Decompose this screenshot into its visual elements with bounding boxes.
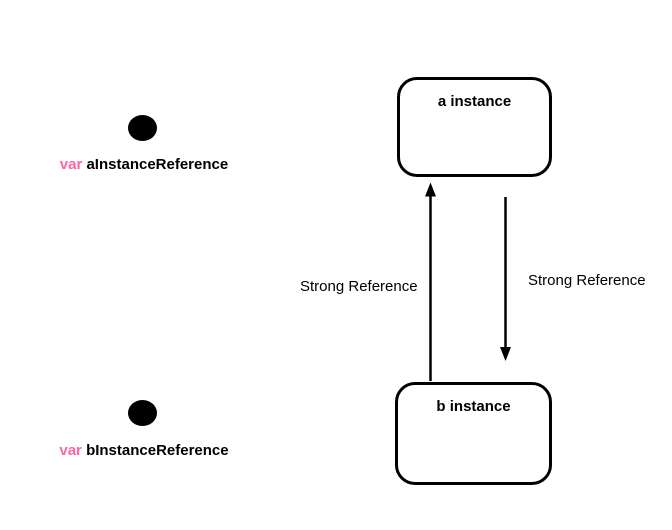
a-instance-box-label: a instance xyxy=(437,93,512,110)
strong-reference-arrow-up xyxy=(425,182,436,381)
var-keyword: var xyxy=(59,442,82,459)
a-reference-dot xyxy=(128,115,157,141)
b-reference-dot xyxy=(128,400,157,426)
a-instance-box: a instance xyxy=(397,77,552,177)
a-reference-name: aInstanceReference xyxy=(86,156,229,173)
b-reference-name: bInstanceReference xyxy=(86,442,229,459)
var-keyword: var xyxy=(59,156,83,173)
b-instance-box: b instance xyxy=(395,382,552,485)
strong-reference-label-right: Strong Reference xyxy=(528,272,646,289)
strong-reference-arrow-down xyxy=(500,197,511,361)
b-instance-box-label: b instance xyxy=(436,398,511,415)
strong-reference-label-left: Strong Reference xyxy=(300,278,418,295)
b-reference-label: var bInstanceReference xyxy=(0,442,288,459)
a-reference-label: var aInstanceReference xyxy=(0,156,288,173)
